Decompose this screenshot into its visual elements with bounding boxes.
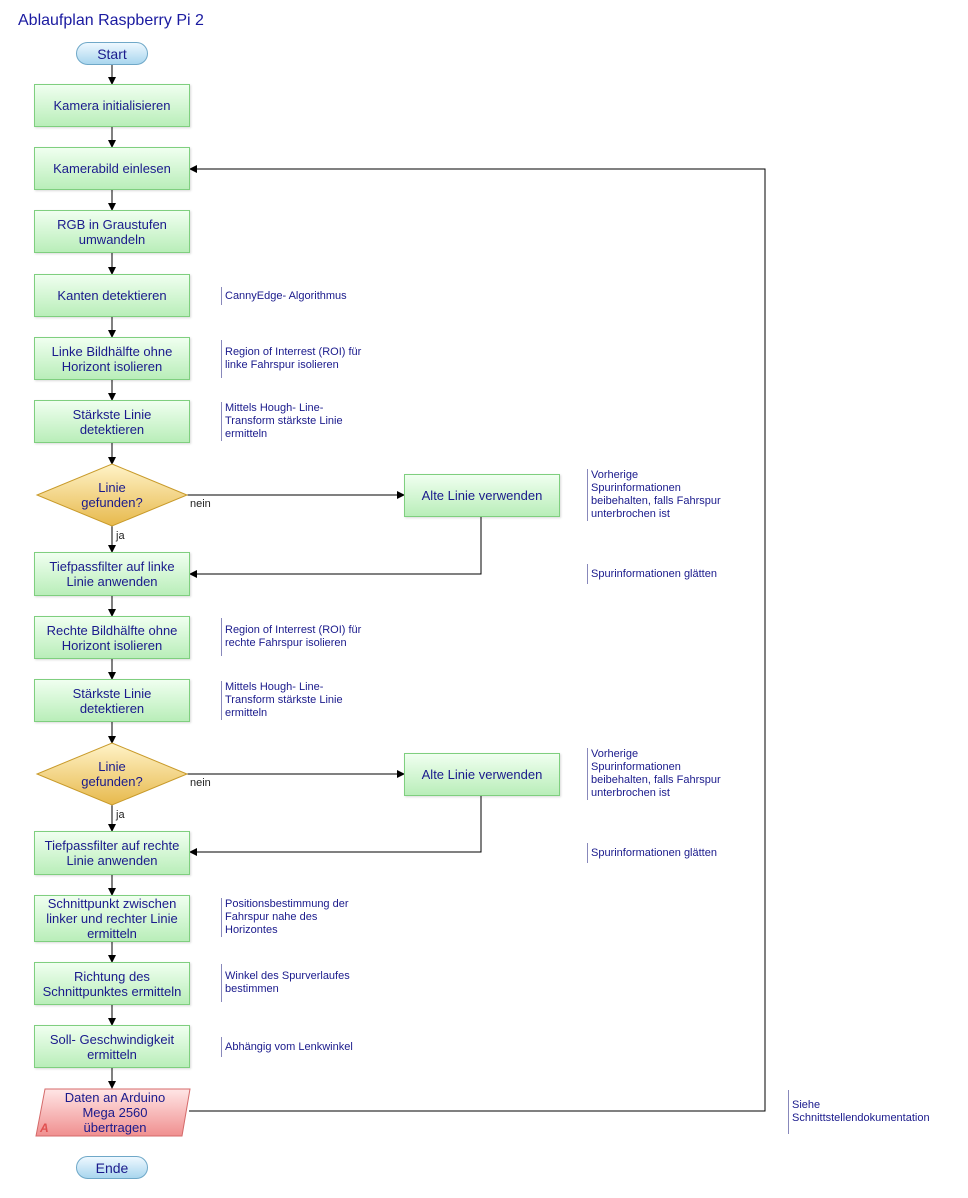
step-rgb-graustufen: RGB in Graustufen umwandeln <box>34 210 190 253</box>
note-roi-links: Region of Interrest (ROI) für linke Fahr… <box>221 340 371 378</box>
note-hough-2: Mittels Hough- Line- Transform stärkste … <box>221 681 355 720</box>
decision-1-label: Linie gefunden? <box>81 480 143 510</box>
note-hough-1: Mittels Hough- Line- Transform stärkste … <box>221 402 355 441</box>
note-vorherige-1: Vorherige Spurinformationen beibehalten,… <box>587 469 731 521</box>
step-kamera-initialisieren: Kamera initialisieren <box>34 84 190 127</box>
step-rechte-bildhaelfte: Rechte Bildhälfte ohne Horizont isoliere… <box>34 616 190 659</box>
decision-2-shape <box>35 742 189 806</box>
step-staerkste-linie-2: Stärkste Linie detektieren <box>34 679 190 722</box>
page-title: Ablaufplan Raspberry Pi 2 <box>18 12 204 29</box>
decision-1-no-label: nein <box>190 498 211 510</box>
step-soll-geschwindigkeit: Soll- Geschwindigkeit ermitteln <box>34 1025 190 1068</box>
decision-2-label: Linie gefunden? <box>81 759 143 789</box>
step-kamerabild-einlesen: Kamerabild einlesen <box>34 147 190 190</box>
note-canny: CannyEdge- Algorithmus <box>221 287 365 305</box>
step-linke-bildhaelfte: Linke Bildhälfte ohne Horizont isolieren <box>34 337 190 380</box>
step-schnittpunkt: Schnittpunkt zwischen linker und rechter… <box>34 895 190 942</box>
step-staerkste-linie-1: Stärkste Linie detektieren <box>34 400 190 443</box>
start-terminal: Start <box>76 42 148 65</box>
note-schnittstelle: Siehe Schnittstellendokumentation <box>788 1090 938 1134</box>
end-terminal: Ende <box>76 1156 148 1179</box>
note-glaetten-2: Spurinformationen glätten <box>587 843 731 863</box>
step-alte-linie-2: Alte Linie verwenden <box>404 753 560 796</box>
step-richtung: Richtung des Schnittpunktes ermitteln <box>34 962 190 1005</box>
decision-2-no-label: nein <box>190 777 211 789</box>
step-tiefpass-links: Tiefpassfilter auf linke Linie anwenden <box>34 552 190 596</box>
decision-2-yes-label: ja <box>116 809 125 821</box>
note-glaetten-1: Spurinformationen glätten <box>587 564 731 584</box>
decision-1-shape <box>35 463 189 527</box>
note-lenkwinkel: Abhängig vom Lenkwinkel <box>221 1037 365 1057</box>
step-alte-linie-1: Alte Linie verwenden <box>404 474 560 517</box>
output-marker: A <box>40 1121 49 1135</box>
step-kanten-detektieren: Kanten detektieren <box>34 274 190 317</box>
step-tiefpass-rechts: Tiefpassfilter auf rechte Linie anwenden <box>34 831 190 875</box>
output-label: Daten an Arduino Mega 2560 übertragen <box>64 1090 166 1135</box>
decision-1-yes-label: ja <box>116 530 125 542</box>
note-roi-rechts: Region of Interrest (ROI) für rechte Fah… <box>221 618 371 656</box>
note-vorherige-2: Vorherige Spurinformationen beibehalten,… <box>587 748 731 800</box>
output-shape <box>35 1088 191 1137</box>
note-positionsbestimmung: Positionsbestimmung der Fahrspur nahe de… <box>221 898 360 937</box>
note-winkel: Winkel des Spurverlaufes bestimmen <box>221 964 356 1002</box>
